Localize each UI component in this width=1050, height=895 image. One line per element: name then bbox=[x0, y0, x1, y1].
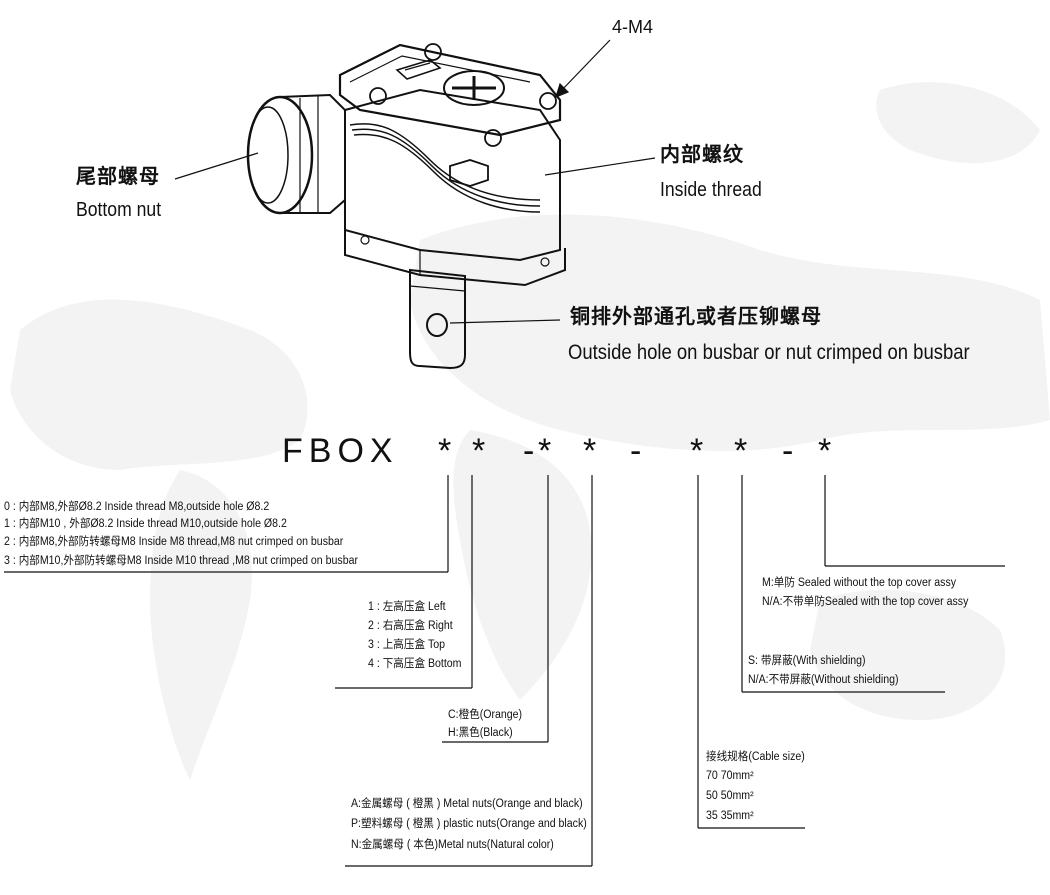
busbar-label-cn: 铜排外部通孔或者压铆螺母 bbox=[570, 306, 822, 328]
seal-option: N/A:不带单防Sealed with the top cover assy bbox=[762, 596, 969, 608]
code-symbol-1: * bbox=[438, 432, 458, 470]
color-option: C:橙色(Orange) bbox=[448, 709, 523, 721]
thread-option: 0 : 内部M8,外部Ø8.2 Inside thread M8,outside… bbox=[4, 501, 270, 513]
busbar-label-en: Outside hole on busbar or nut crimped on… bbox=[568, 341, 970, 364]
code-dash-3: - bbox=[782, 432, 800, 470]
bottom-nut-label-en: Bottom nut bbox=[76, 199, 162, 221]
seal-option: M:单防 Sealed without the top cover assy bbox=[762, 577, 957, 589]
thread-option: 1 : 内部M10 , 外部Ø8.2 Inside thread M10,out… bbox=[4, 518, 287, 530]
code-symbol-7: * bbox=[818, 432, 838, 470]
code-symbol-6: * bbox=[734, 432, 754, 470]
code-bracket-lines bbox=[4, 475, 1005, 867]
inside-thread-label-en: Inside thread bbox=[660, 179, 762, 201]
position-option: 1 : 左高压盒 Left bbox=[368, 601, 446, 613]
thread-option: 3 : 内部M10,外部防转螺母M8 Inside M10 thread ,M8… bbox=[4, 555, 358, 567]
code-dash-1: - bbox=[523, 432, 541, 470]
shielding-option: N/A:不带屏蔽(Without shielding) bbox=[748, 674, 899, 686]
thread-option: 2 : 内部M8,外部防转螺母M8 Inside M8 thread,M8 nu… bbox=[4, 536, 344, 548]
nut-option: P:塑料螺母 ( 橙黑 ) plastic nuts(Orange and bl… bbox=[351, 818, 587, 830]
cable-option: 50 50mm² bbox=[706, 790, 754, 802]
cable-option: 接线规格(Cable size) bbox=[706, 751, 805, 763]
cable-option: 70 70mm² bbox=[706, 770, 754, 782]
nut-option: N:金属螺母 ( 本色)Metal nuts(Natural color) bbox=[351, 839, 554, 851]
position-option: 3 : 上高压盒 Top bbox=[368, 639, 446, 651]
code-symbol-2: * bbox=[472, 432, 492, 470]
connector-illustration bbox=[246, 43, 566, 370]
inside-thread-label-cn: 内部螺纹 bbox=[660, 144, 744, 166]
code-dash-2: - bbox=[630, 432, 648, 470]
position-option: 4 : 下高压盒 Bottom bbox=[368, 658, 462, 670]
cable-option: 35 35mm² bbox=[706, 810, 754, 822]
position-option: 2 : 右高压盒 Right bbox=[368, 620, 453, 632]
code-symbol-5: * bbox=[690, 432, 710, 470]
part-code-prefix: FBOX bbox=[282, 432, 399, 470]
code-symbol-3: * bbox=[538, 432, 558, 470]
color-option: H:黑色(Black) bbox=[448, 727, 513, 739]
world-map-background bbox=[10, 82, 1050, 780]
callout-leaders bbox=[174, 39, 656, 324]
screws-callout: 4-M4 bbox=[612, 17, 654, 37]
nut-option: A:金属螺母 ( 橙黑 ) Metal nuts(Orange and blac… bbox=[351, 798, 583, 810]
shielding-option: S: 带屏蔽(With shielding) bbox=[748, 655, 866, 667]
code-symbol-4: * bbox=[583, 432, 603, 470]
bottom-nut-label-cn: 尾部螺母 bbox=[76, 166, 160, 188]
